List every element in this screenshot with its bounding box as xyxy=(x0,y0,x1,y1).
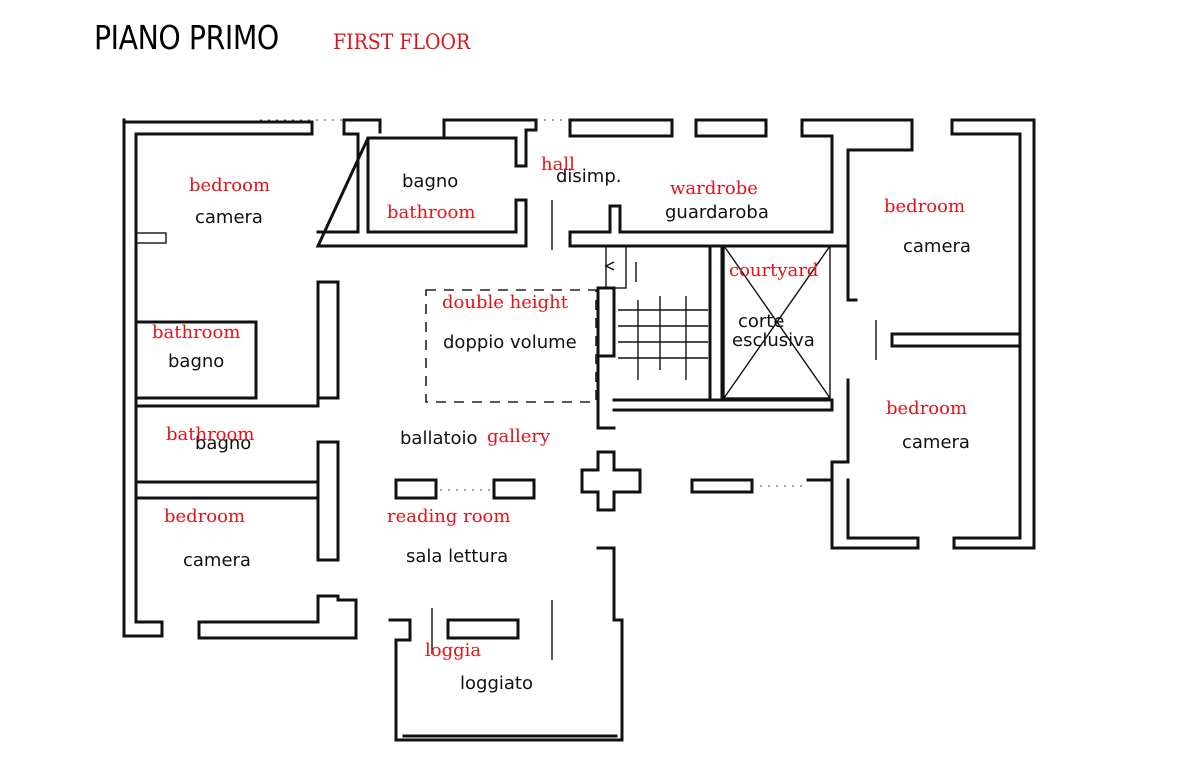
room-label-en: wardrobe xyxy=(670,178,758,199)
pier-2 xyxy=(492,478,536,500)
wall-north-bath-top xyxy=(366,118,538,168)
room-label-en: bathroom xyxy=(387,202,475,223)
wall-east-lower xyxy=(596,546,624,682)
room-label-it: camera xyxy=(903,236,971,257)
room-label-it: sala lettura xyxy=(406,546,508,567)
wall-ne-partition xyxy=(890,332,1022,348)
wall-court-s xyxy=(612,398,834,412)
courtyard-outline xyxy=(723,245,831,399)
room-label-en: bedroom xyxy=(189,175,270,196)
room-label-en: reading room xyxy=(387,506,510,527)
room-labels: bedroom camera bagno bathroom disimp. ha… xyxy=(152,154,971,694)
wall-court-w xyxy=(708,244,724,402)
room-label-it: ballatoio xyxy=(400,428,478,449)
wall-stair-pier xyxy=(596,286,616,358)
wall-stair-sw xyxy=(596,354,616,430)
room-label-en: bathroom xyxy=(166,424,254,445)
wall-bath-w1 xyxy=(134,320,258,400)
wall-e-stub xyxy=(806,478,834,494)
loggia-parapet xyxy=(446,618,520,640)
room-label-it: camera xyxy=(183,550,251,571)
room-label-it: bagno xyxy=(402,171,458,192)
room-label-en: gallery xyxy=(487,426,551,447)
wall-north-1 xyxy=(568,118,674,138)
wall-wardrobe xyxy=(568,118,914,248)
wall-pier-w xyxy=(316,440,340,562)
room-label-it: bagno xyxy=(195,433,251,454)
room-label-it: esclusiva xyxy=(732,330,815,351)
room-label-en: bathroom xyxy=(152,322,240,343)
wall-bath-w2 xyxy=(134,480,320,500)
room-label-en: hall xyxy=(541,154,575,175)
wall-loggia xyxy=(388,618,624,742)
staircase xyxy=(604,245,708,380)
pier-1 xyxy=(394,478,438,500)
room-label-it: camera xyxy=(902,432,970,453)
wall-niche xyxy=(135,232,167,244)
room-label-en: courtyard xyxy=(729,260,818,281)
wall-ne-w xyxy=(846,148,858,302)
wall-north-bath-w xyxy=(316,118,382,234)
courtyard-cross-2 xyxy=(723,245,831,399)
wall-north-bath xyxy=(315,137,528,248)
wall-se xyxy=(830,378,920,550)
floor-title-italian: PIANO PRIMO xyxy=(94,18,279,57)
room-label-en: double height xyxy=(442,292,569,313)
walls xyxy=(122,118,1036,742)
wall-west-outer xyxy=(122,118,314,638)
wall-south-west xyxy=(197,594,358,640)
room-label-it: camera xyxy=(195,207,263,228)
room-label-en: bedroom xyxy=(164,506,245,527)
room-label-it: disimp. xyxy=(556,166,622,187)
wall-cross-pier xyxy=(580,450,642,512)
room-label-it: guardaroba xyxy=(665,202,769,223)
room-label-it: doppio volume xyxy=(443,332,577,353)
room-label-it: bagno xyxy=(168,351,224,372)
floor-title-english: FIRST FLOOR xyxy=(333,30,471,54)
wall-east-outer xyxy=(950,118,1036,550)
room-label-en: loggia xyxy=(425,640,481,661)
room-label-en: bedroom xyxy=(886,398,967,419)
room-label-en: bedroom xyxy=(884,196,965,217)
wall-north-2 xyxy=(694,118,768,138)
wall-window-e xyxy=(690,478,754,494)
room-label-it: loggiato xyxy=(460,673,533,694)
wall-bath-w1-b xyxy=(134,280,340,408)
room-label-it: corte xyxy=(738,311,784,332)
double-height-outline xyxy=(425,289,597,403)
